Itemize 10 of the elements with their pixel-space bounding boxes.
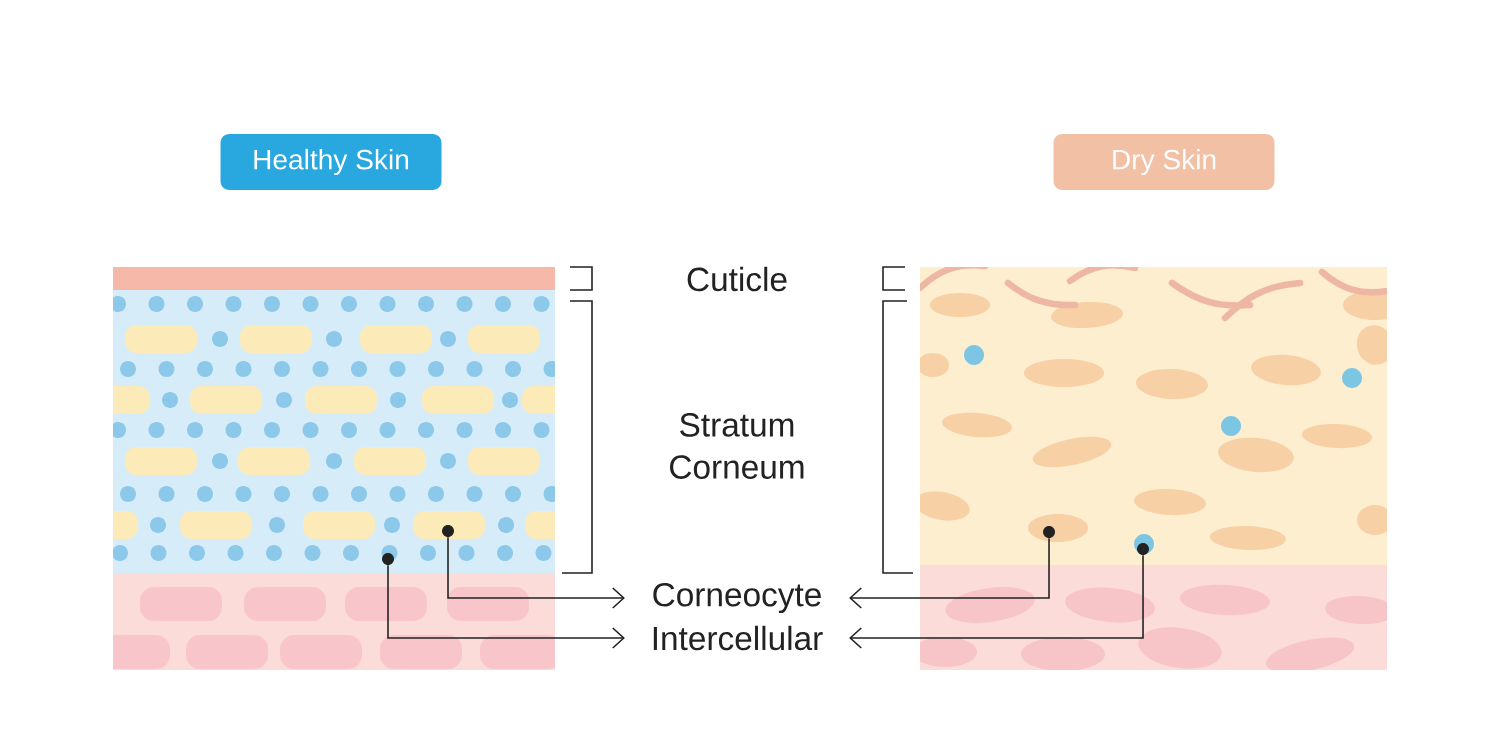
term-label: Cuticle bbox=[687, 266, 787, 292]
leader-line bbox=[849, 554, 1144, 649]
leader-line bbox=[849, 537, 1050, 609]
term-label: Corneocyte bbox=[653, 582, 821, 614]
leader-line bbox=[447, 536, 625, 609]
leader-line bbox=[387, 564, 625, 649]
term-label: Stratum Corneum bbox=[670, 413, 804, 479]
term-label: Intercellular bbox=[653, 625, 823, 651]
title-badge: Dry Skin bbox=[1053, 134, 1275, 190]
title-badge: Healthy Skin bbox=[220, 134, 442, 190]
